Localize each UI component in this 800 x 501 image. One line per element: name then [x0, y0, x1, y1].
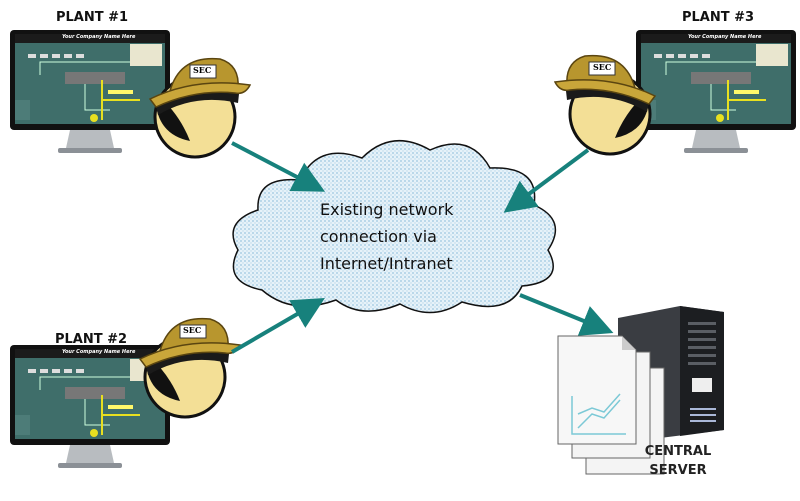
plant-3-monitor — [635, 29, 797, 154]
plant-2-screen-title: Your Company Name Here — [62, 349, 136, 355]
plant-1-monitor — [9, 29, 171, 154]
arrow-plant3-to-cloud — [503, 148, 590, 213]
plant-2-label: PLANT #2 — [55, 332, 128, 347]
cloud-line-1: Existing network — [320, 200, 454, 219]
arrow-plant2-to-cloud — [230, 297, 325, 354]
cloud-line-3: Internet/Intranet — [320, 254, 453, 273]
plant-2-hat-badge: SEC — [183, 325, 202, 335]
plant-3-screen-title: Your Company Name Here — [688, 34, 762, 40]
plant-3-label: PLANT #3 — [682, 10, 755, 25]
arrow-cloud-to-server — [519, 293, 614, 336]
plant-1-label: PLANT #1 — [56, 10, 129, 25]
plant-3-hat-badge: SEC — [593, 62, 612, 72]
cloud-line-2: connection via — [320, 227, 437, 246]
cloud-text: Existing network connection via Internet… — [320, 196, 510, 277]
server-label-line-1: CENTRAL — [644, 444, 712, 459]
arrow-plant1-to-cloud — [231, 141, 326, 192]
plant-1-hat-badge: SEC — [193, 65, 212, 75]
server-label-line-2: SERVER — [649, 463, 707, 478]
central-server-label: CENTRAL SERVER — [628, 442, 728, 480]
plant-1-screen-title: Your Company Name Here — [62, 34, 136, 40]
report-documents-icon — [557, 335, 665, 475]
